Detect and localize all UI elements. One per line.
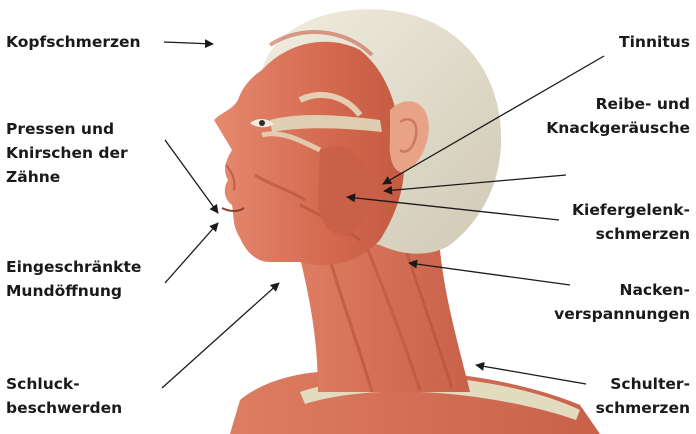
label-eingeschraenkte-mundoeffnung: Eingeschränkte Mundöffnung (6, 255, 141, 303)
label-tinnitus: Tinnitus (619, 30, 690, 54)
label-pressen-knirschen: Pressen und Knirschen der Zähne (6, 117, 128, 189)
arrow-pressen (165, 140, 218, 213)
label-schluckbeschwerden: Schluck- beschwerden (6, 372, 122, 420)
face-muscles (214, 42, 404, 265)
label-kopfschmerzen: Kopfschmerzen (6, 30, 141, 54)
arrow-mundoeffnung (165, 223, 218, 283)
label-nackenverspannungen: Nacken- verspannungen (554, 278, 690, 326)
label-reibe-knackgeraeusche: Reibe- und Knackgeräusche (546, 92, 690, 140)
label-schulterschmerzen: Schulter- schmerzen (596, 372, 690, 420)
arrow-kopfschmerzen (164, 42, 213, 44)
label-kiefergelenkschmerzen: Kiefergelenk- schmerzen (572, 198, 690, 246)
arrow-schluck (162, 283, 279, 388)
